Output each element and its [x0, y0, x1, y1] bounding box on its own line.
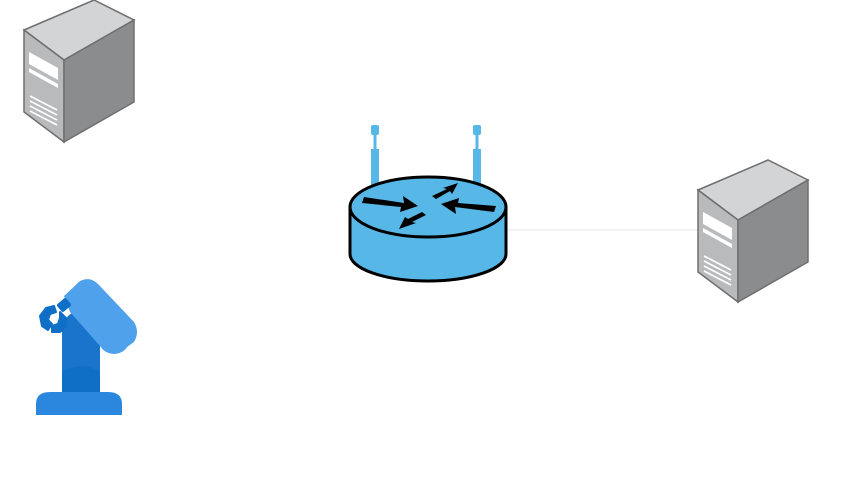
router-top: [348, 175, 508, 239]
server-drive-bay: [29, 68, 58, 88]
robot-arm-icon[interactable]: [36, 279, 137, 415]
robot-wrist: [57, 298, 71, 312]
robot-gripper: [39, 305, 57, 331]
router-icon[interactable]: [348, 125, 508, 283]
robot-base: [36, 392, 122, 415]
server-icon[interactable]: [22, 0, 136, 144]
robot-joint: [98, 322, 130, 354]
server-drive-bay: [29, 52, 58, 80]
server-drive-bay: [703, 228, 732, 248]
server-side-face: [63, 18, 135, 144]
robot-lower-arm-highlight: [62, 366, 100, 392]
server-vent: [29, 95, 58, 126]
robot-gripper: [51, 311, 67, 333]
antenna-icon: [371, 125, 379, 187]
antenna-icon: [473, 125, 481, 187]
server-drive-bay: [703, 212, 732, 240]
server-vent: [703, 255, 732, 286]
server-icon[interactable]: [696, 159, 810, 304]
server-side-face: [737, 178, 809, 304]
router-arrows-icon: [362, 183, 496, 229]
